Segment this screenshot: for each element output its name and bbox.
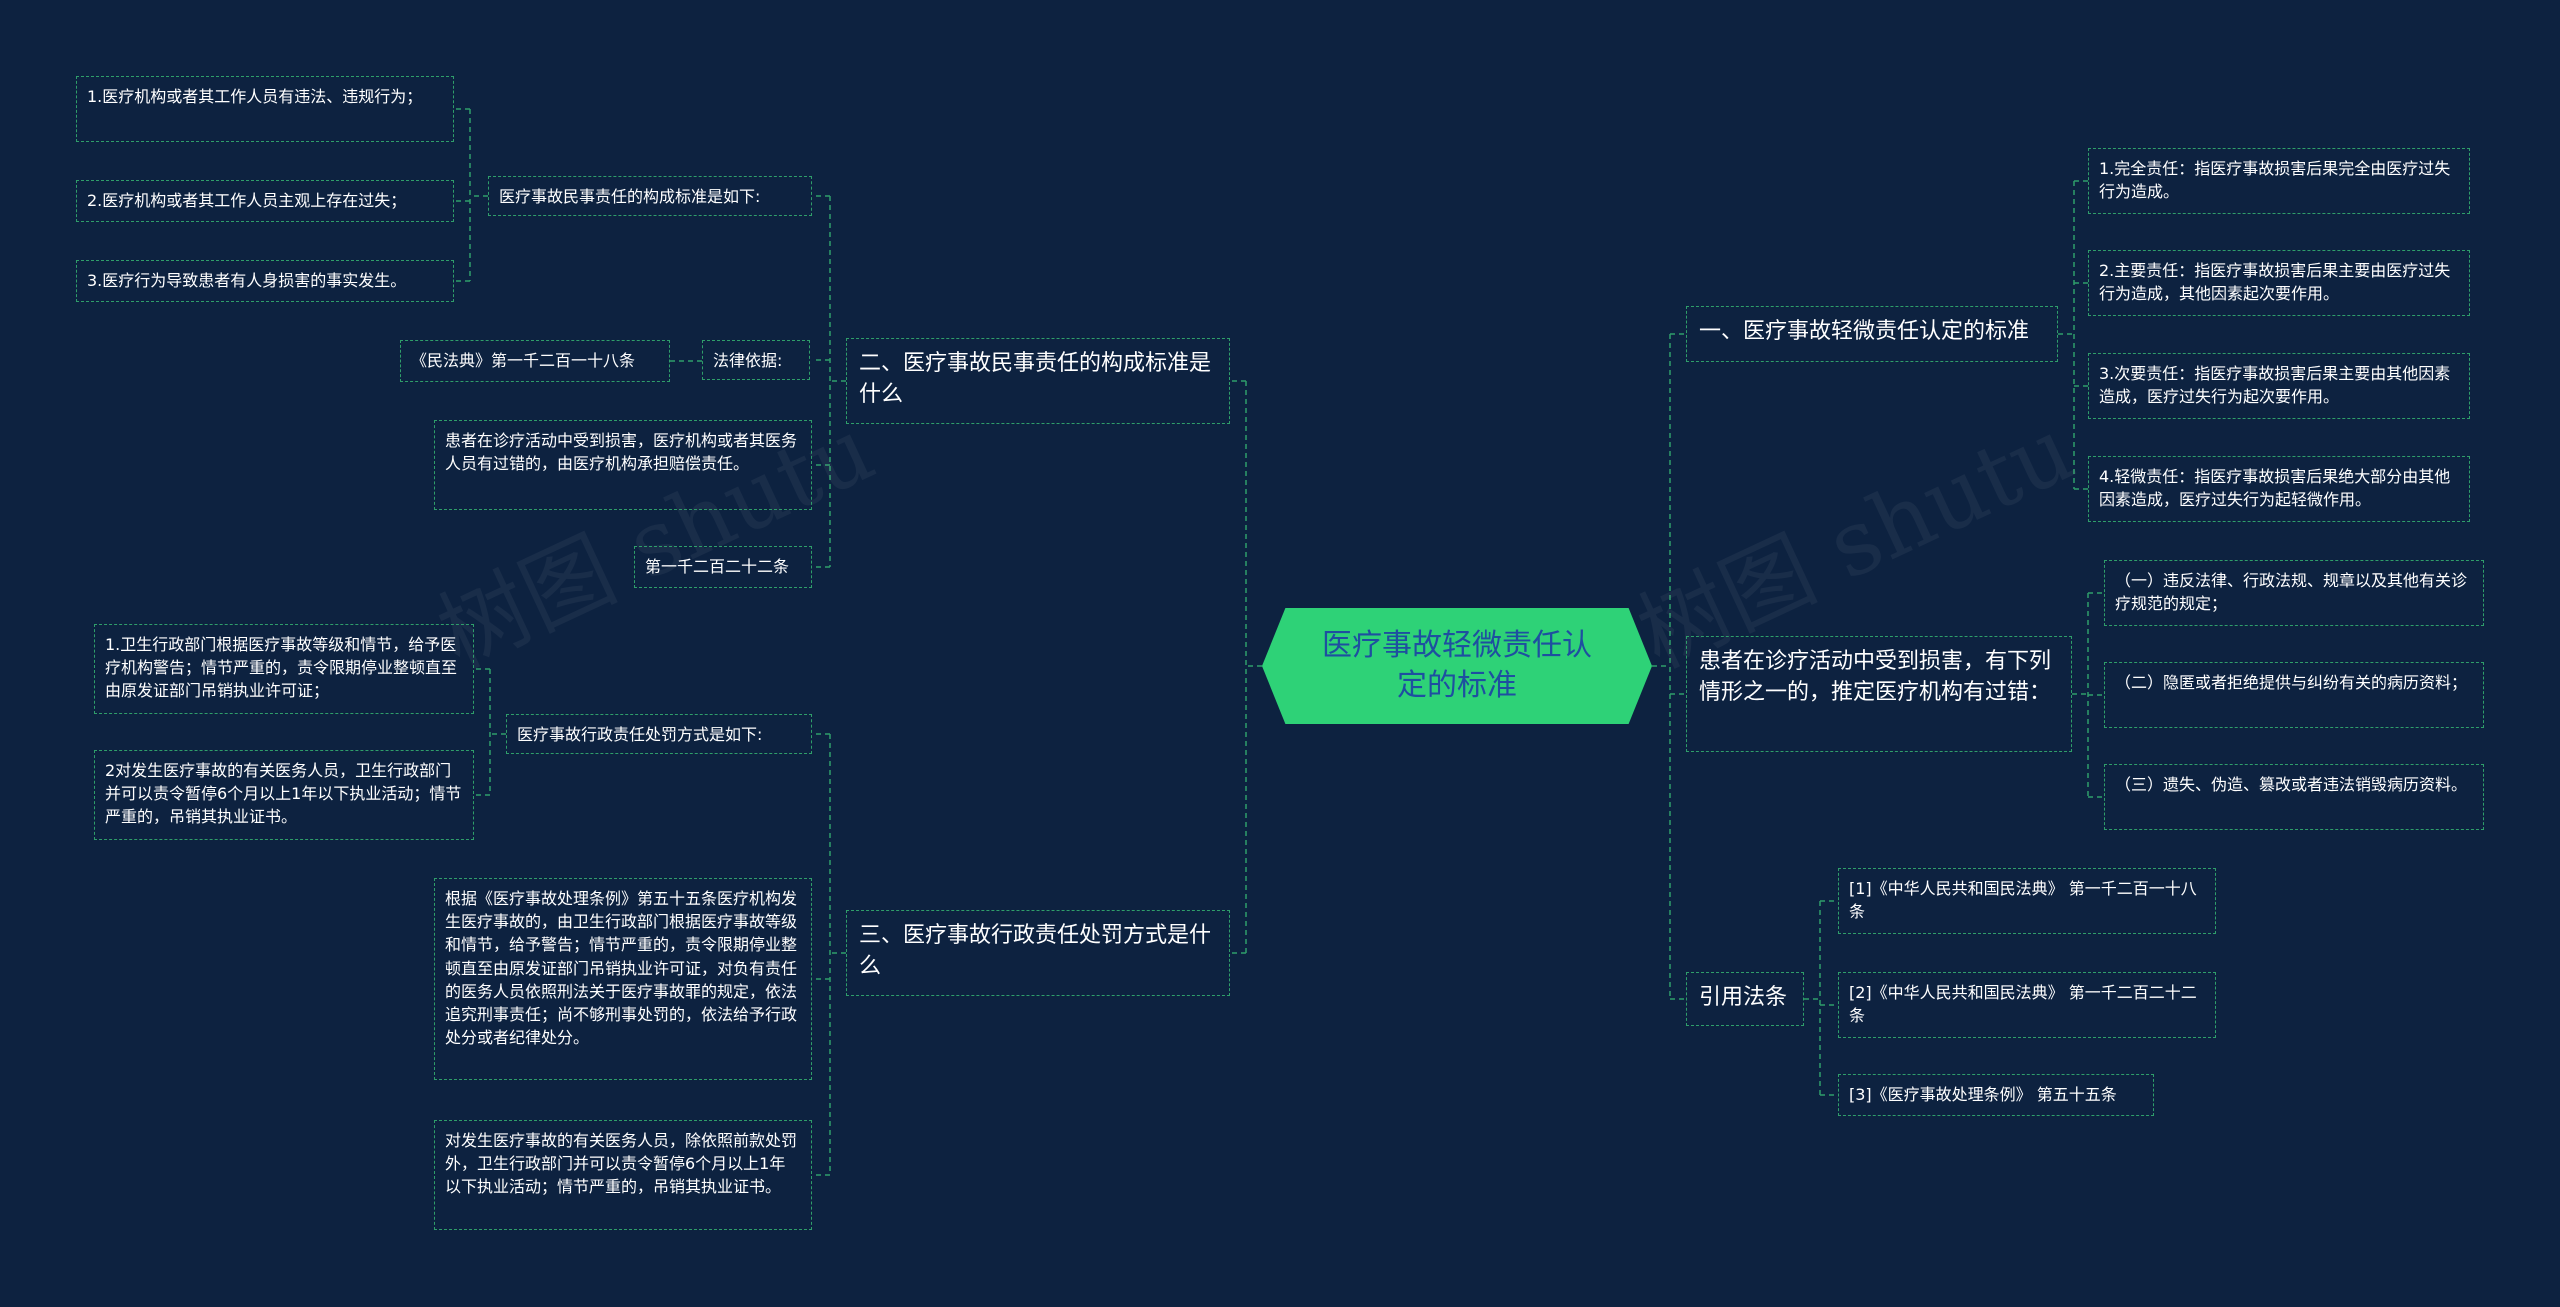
leaf-penalty-institution[interactable]: 1.卫生行政部门根据医疗事故等级和情节，给予医疗机构警告；情节严重的，责令限期停…: [94, 624, 474, 714]
branch-citations[interactable]: 引用法条: [1686, 972, 1804, 1026]
leaf-civil-criterion-1[interactable]: 1.医疗机构或者其工作人员有违法、违规行为；: [76, 76, 454, 142]
leaf-fault-1[interactable]: （一）违反法律、行政法规、规章以及其他有关诊疗规范的规定；: [2104, 560, 2484, 626]
leaf-penalty-staff[interactable]: 2对发生医疗事故的有关医务人员，卫生行政部门并可以责令暂停6个月以上1年以下执业…: [94, 750, 474, 840]
leaf-citation-3[interactable]: [3]《医疗事故处理条例》 第五十五条: [1838, 1074, 2154, 1116]
leaf-article-1222[interactable]: 第一千二百二十二条: [634, 546, 812, 588]
leaf-civil-criterion-2[interactable]: 2.医疗机构或者其工作人员主观上存在过失；: [76, 180, 454, 222]
leaf-citation-1[interactable]: [1]《中华人民共和国民法典》 第一千二百一十八条: [1838, 868, 2216, 934]
branch-administrative-liability[interactable]: 三、医疗事故行政责任处罚方式是什么: [846, 910, 1230, 996]
leaf-fault-3[interactable]: （三）遗失、伪造、篡改或者违法销毁病历资料。: [2104, 764, 2484, 830]
leaf-civil-code-1218[interactable]: 《民法典》第一千二百一十八条: [400, 340, 670, 382]
central-topic[interactable]: 医疗事故轻微责任认定的标准: [1262, 608, 1652, 724]
branch-presumed-fault[interactable]: 患者在诊疗活动中受到损害，有下列情形之一的，推定医疗机构有过错：: [1686, 636, 2072, 752]
leaf-fault-2[interactable]: （二）隐匿或者拒绝提供与纠纷有关的病历资料；: [2104, 662, 2484, 728]
leaf-staff-suspension[interactable]: 对发生医疗事故的有关医务人员，除依照前款处罚外，卫生行政部门并可以责令暂停6个月…: [434, 1120, 812, 1230]
leaf-regulation-article-55[interactable]: 根据《医疗事故处理条例》第五十五条医疗机构发生医疗事故的，由卫生行政部门根据医疗…: [434, 878, 812, 1080]
leaf-citation-2[interactable]: [2]《中华人民共和国民法典》 第一千二百二十二条: [1838, 972, 2216, 1038]
branch-standard[interactable]: 一、医疗事故轻微责任认定的标准: [1686, 306, 2058, 362]
branch-civil-liability[interactable]: 二、医疗事故民事责任的构成标准是什么: [846, 338, 1230, 424]
leaf-damage-liability[interactable]: 患者在诊疗活动中受到损害，医疗机构或者其医务人员有过错的，由医疗机构承担赔偿责任…: [434, 420, 812, 510]
leaf-main-responsibility[interactable]: 2.主要责任：指医疗事故损害后果主要由医疗过失行为造成，其他因素起次要作用。: [2088, 250, 2470, 316]
leaf-civil-criterion-3[interactable]: 3.医疗行为导致患者有人身损害的事实发生。: [76, 260, 454, 302]
leaf-full-responsibility[interactable]: 1.完全责任：指医疗事故损害后果完全由医疗过失行为造成。: [2088, 148, 2470, 214]
leaf-minor-responsibility[interactable]: 4.轻微责任：指医疗事故损害后果绝大部分由其他因素造成，医疗过失行为起轻微作用。: [2088, 456, 2470, 522]
node-administrative-penalties[interactable]: 医疗事故行政责任处罚方式是如下:: [506, 714, 812, 754]
node-civil-criteria[interactable]: 医疗事故民事责任的构成标准是如下:: [488, 176, 812, 216]
leaf-secondary-responsibility[interactable]: 3.次要责任：指医疗事故损害后果主要由其他因素造成，医疗过失行为起次要作用。: [2088, 353, 2470, 419]
node-legal-basis[interactable]: 法律依据:: [702, 340, 810, 380]
